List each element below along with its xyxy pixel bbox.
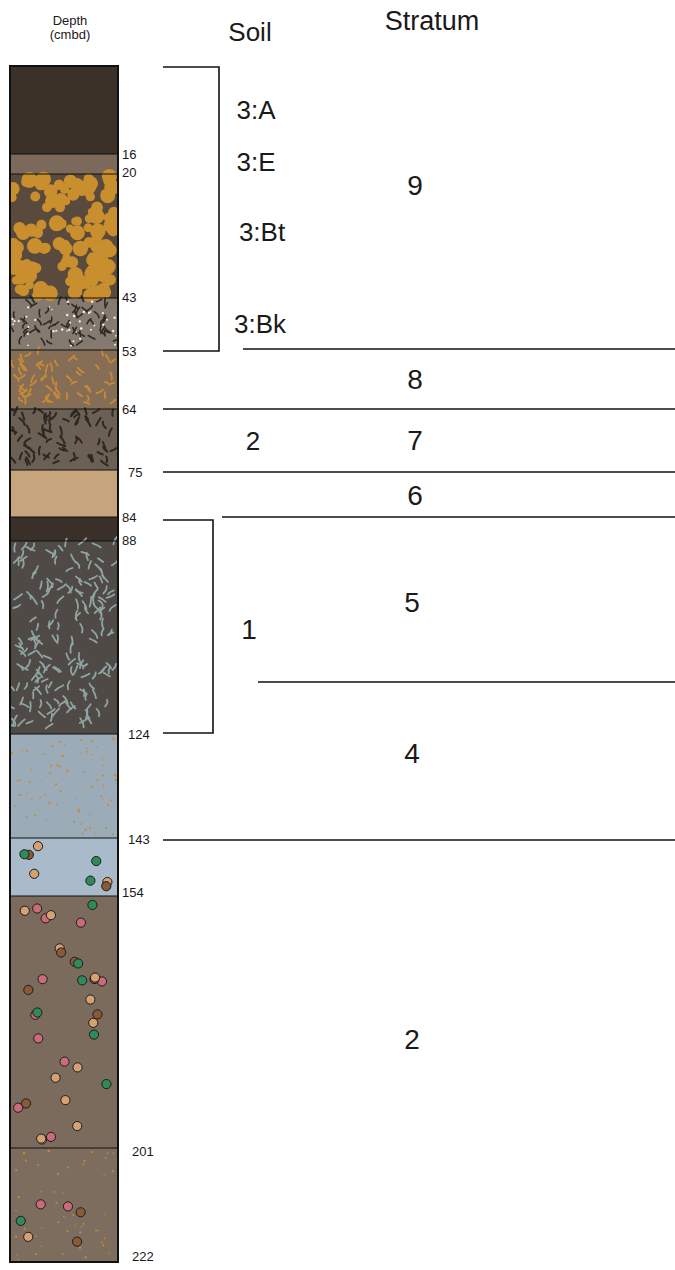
depth-label: 53 [122,345,136,359]
soil-brackets [163,67,219,733]
column-outline [10,66,118,1262]
stratum-label: 8 [407,365,423,396]
depth-label: 143 [128,833,150,847]
stratum-label: 4 [404,739,420,770]
stratum-label: 7 [407,426,423,457]
depth-label: 201 [132,1145,154,1159]
soil-layers [10,66,118,1262]
column-header: Stratum [385,7,480,37]
depth-label: 154 [122,886,144,900]
depth-label: 20 [122,166,136,180]
column-header: Depth (cmbd) [38,14,102,43]
soil-label: 3:Bt [239,218,285,247]
depth-label: 124 [128,728,150,742]
stratum-label: 9 [407,171,423,202]
soil-label: 3:A [236,96,275,125]
depth-label: 75 [128,466,142,480]
stratum-label: 5 [404,588,420,619]
soil-label: 1 [241,615,257,646]
soil-label: 3:Bk [234,310,286,339]
depth-label: 43 [122,291,136,305]
depth-label: 88 [122,534,136,548]
soil-label: 3:E [236,148,275,177]
depth-label: 16 [122,148,136,162]
soil-label: 2 [246,427,260,456]
depth-label: 222 [132,1250,154,1264]
stratum-label: 6 [407,481,423,512]
stratum-label: 2 [404,1025,420,1056]
column-header: Soil [228,18,271,47]
stratum-lines [163,349,675,840]
depth-label: 64 [122,403,136,417]
depth-label: 84 [122,511,136,525]
